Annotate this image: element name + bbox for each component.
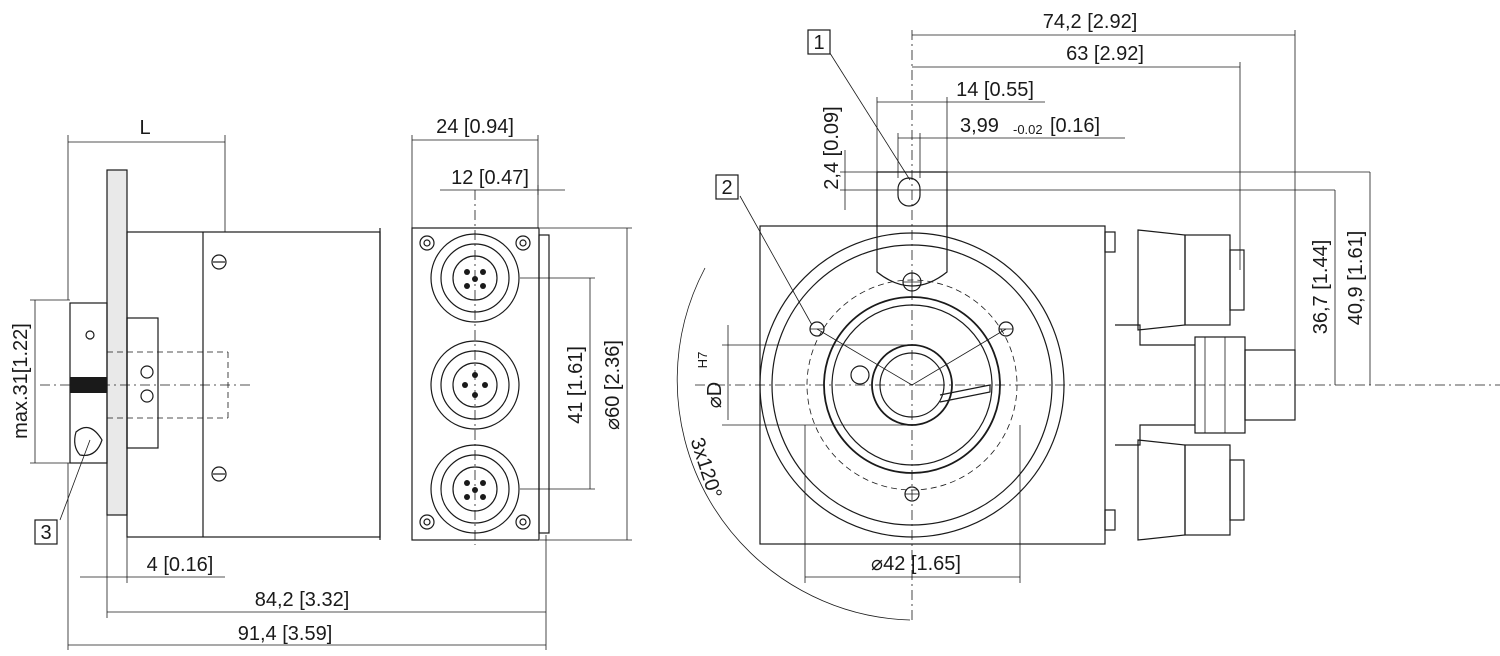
torque-arm <box>876 171 948 287</box>
flange <box>106 169 128 516</box>
dim-24: 24 [0.94] <box>436 116 514 138</box>
dim-91: 91,4 [3.59] <box>238 623 333 645</box>
dim-angle: 3x120° <box>686 435 726 501</box>
dim-14: 14 [0.55] <box>956 79 1034 101</box>
dim-D-tol: H7 <box>695 352 710 369</box>
dim-40-9: 40,9 [1.61] <box>1345 231 1367 326</box>
dim-41: 41 [1.61] <box>565 346 587 424</box>
dim-L: L <box>139 117 150 139</box>
dim-74: 74,2 [2.92] <box>1043 11 1138 33</box>
dim-4: 4 [0.16] <box>147 554 214 576</box>
dim-D: ⌀D <box>704 382 726 408</box>
dim-63: 63 [2.92] <box>1066 43 1144 65</box>
dim-399-inch: [0.16] <box>1050 115 1100 137</box>
dim-42: ⌀42 [1.65] <box>871 553 961 575</box>
front-housing <box>759 225 1106 545</box>
side-view: L 24 [0.94] 12 [0.47] 41 [1.61] ⌀60 [2.3… <box>10 116 632 650</box>
dim-399-tolerance: -0.02 <box>1013 122 1043 137</box>
dim-36-7: 36,7 [1.44] <box>1310 240 1332 335</box>
dim-max31: max.31[1.22] <box>10 323 32 439</box>
dim-84: 84,2 [3.32] <box>255 589 350 611</box>
dim-399: 3,99 <box>960 115 999 137</box>
callout-1: 1 <box>813 32 824 54</box>
dim-12: 12 [0.47] <box>451 167 529 189</box>
callout-3: 3 <box>40 522 51 544</box>
front-view: 74,2 [2.92] 63 [2.92] 14 [0.55] 3,99 -0.… <box>676 11 1500 621</box>
housing <box>126 231 381 538</box>
callout-2: 2 <box>721 177 732 199</box>
dim-60: ⌀60 [2.36] <box>602 340 624 430</box>
dim-2-4: 2,4 [0.09] <box>821 106 843 189</box>
